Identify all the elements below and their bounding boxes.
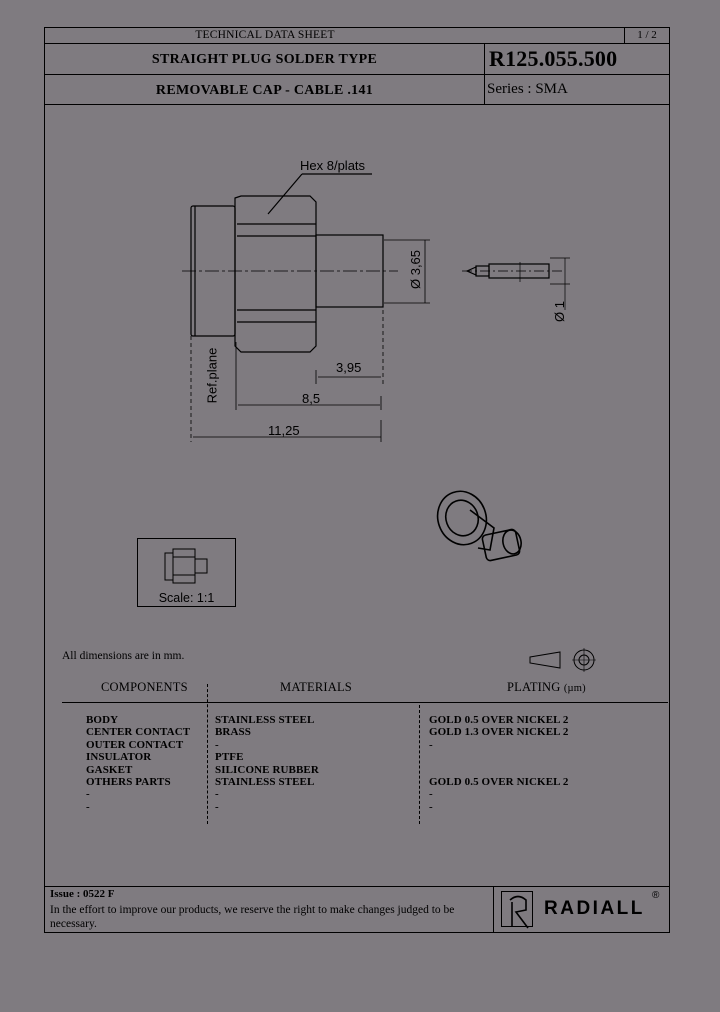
footer-divider [44,886,494,887]
cell-material: - [215,788,219,801]
title-left: STRAIGHT PLUG SOLDER TYPE REMOVABLE CAP … [45,44,485,104]
dim-85: 8,5 [302,391,321,406]
issue-label: Issue : 0522 F [50,888,115,900]
col-header-plating: PLATING (µm) [507,680,586,695]
cell-plating: GOLD 0.5 OVER NICKEL 2 [429,714,569,726]
scale-label: Scale: 1:1 [158,591,215,605]
cell-material: BRASS [215,726,251,739]
col-sep-1 [207,684,208,824]
radiall-logo-mark [509,895,529,929]
cell-plating: - [429,800,433,813]
logo-box: RADIALL [493,886,670,933]
cell-component: BODY [86,714,119,726]
part-number: R125.055.500 [489,46,618,71]
col-header-components: COMPONENTS [101,680,188,694]
cell-plating: - [429,788,433,801]
cell-material: STAINLESS STEEL [215,776,315,788]
part-divider [485,74,669,75]
projection-symbol [529,648,596,672]
dim-diameter-pin: Ø 1 [551,301,567,322]
disclaimer: In the effort to improve our products, w… [50,904,455,930]
table-rule [62,702,668,703]
cell-component: GASKET [86,763,133,776]
cell-material: - [215,738,219,751]
cell-plating: - [429,738,433,751]
cell-plating: GOLD 0.5 OVER NICKEL 2 [429,776,569,788]
cell-plating: GOLD 1.3 OVER NICKEL 2 [429,726,569,739]
solder-body [315,234,384,308]
cell-component: OUTER CONTACT [86,738,184,751]
series-label: Series : SMA [487,81,568,97]
title-line-1: STRAIGHT PLUG SOLDER TYPE [151,52,378,67]
logo-text: RADIALL [544,898,645,919]
dimensions-note: All dimensions are in mm. [62,650,185,662]
cell-component: INSULATOR [86,751,152,764]
cell-material: - [215,800,219,813]
title-block: STRAIGHT PLUG SOLDER TYPE REMOVABLE CAP … [45,44,669,105]
cell-component: - [86,788,90,801]
cell-material: PTFE [215,751,244,764]
dim-1125: 11,25 [268,423,300,438]
page-number: 1 / 2 [624,28,669,43]
cell-material: SILICONE RUBBER [215,763,319,776]
dim-diameter-body: Ø 3,65 [408,249,424,290]
hex-nut [234,195,317,353]
cell-component: - [86,800,90,813]
header-strip: TECHNICAL DATA SHEET 1 / 2 [45,28,669,44]
scale-box: Scale: 1:1 [137,538,236,607]
registered-mark: ® [652,890,660,901]
ref-plane-label: Ref.plane [204,347,220,404]
plating-unit: (µm) [563,683,586,694]
center-pin [462,257,570,310]
title-line-2: REMOVABLE CAP - CABLE .141 [155,83,374,98]
col-header-materials: MATERIALS [280,680,352,694]
title-divider [45,74,484,75]
plating-label: PLATING [507,680,561,694]
dim-395: 3,95 [336,360,362,375]
datasheet-frame: TECHNICAL DATA SHEET 1 / 2 STRAIGHT PLUG… [44,27,670,933]
doc-type: TECHNICAL DATA SHEET [195,29,335,41]
cell-component: CENTER CONTACT [86,726,191,739]
cell-material: STAINLESS STEEL [215,714,315,726]
logo-mark-box [501,891,533,927]
cell-component: OTHERS PARTS [86,776,171,788]
col-sep-2 [419,705,420,824]
hex-leader [267,173,303,215]
scale-connector-icon [164,548,208,584]
connector-3d-view [436,490,522,562]
hex-label: Hex 8/plats [300,158,366,173]
